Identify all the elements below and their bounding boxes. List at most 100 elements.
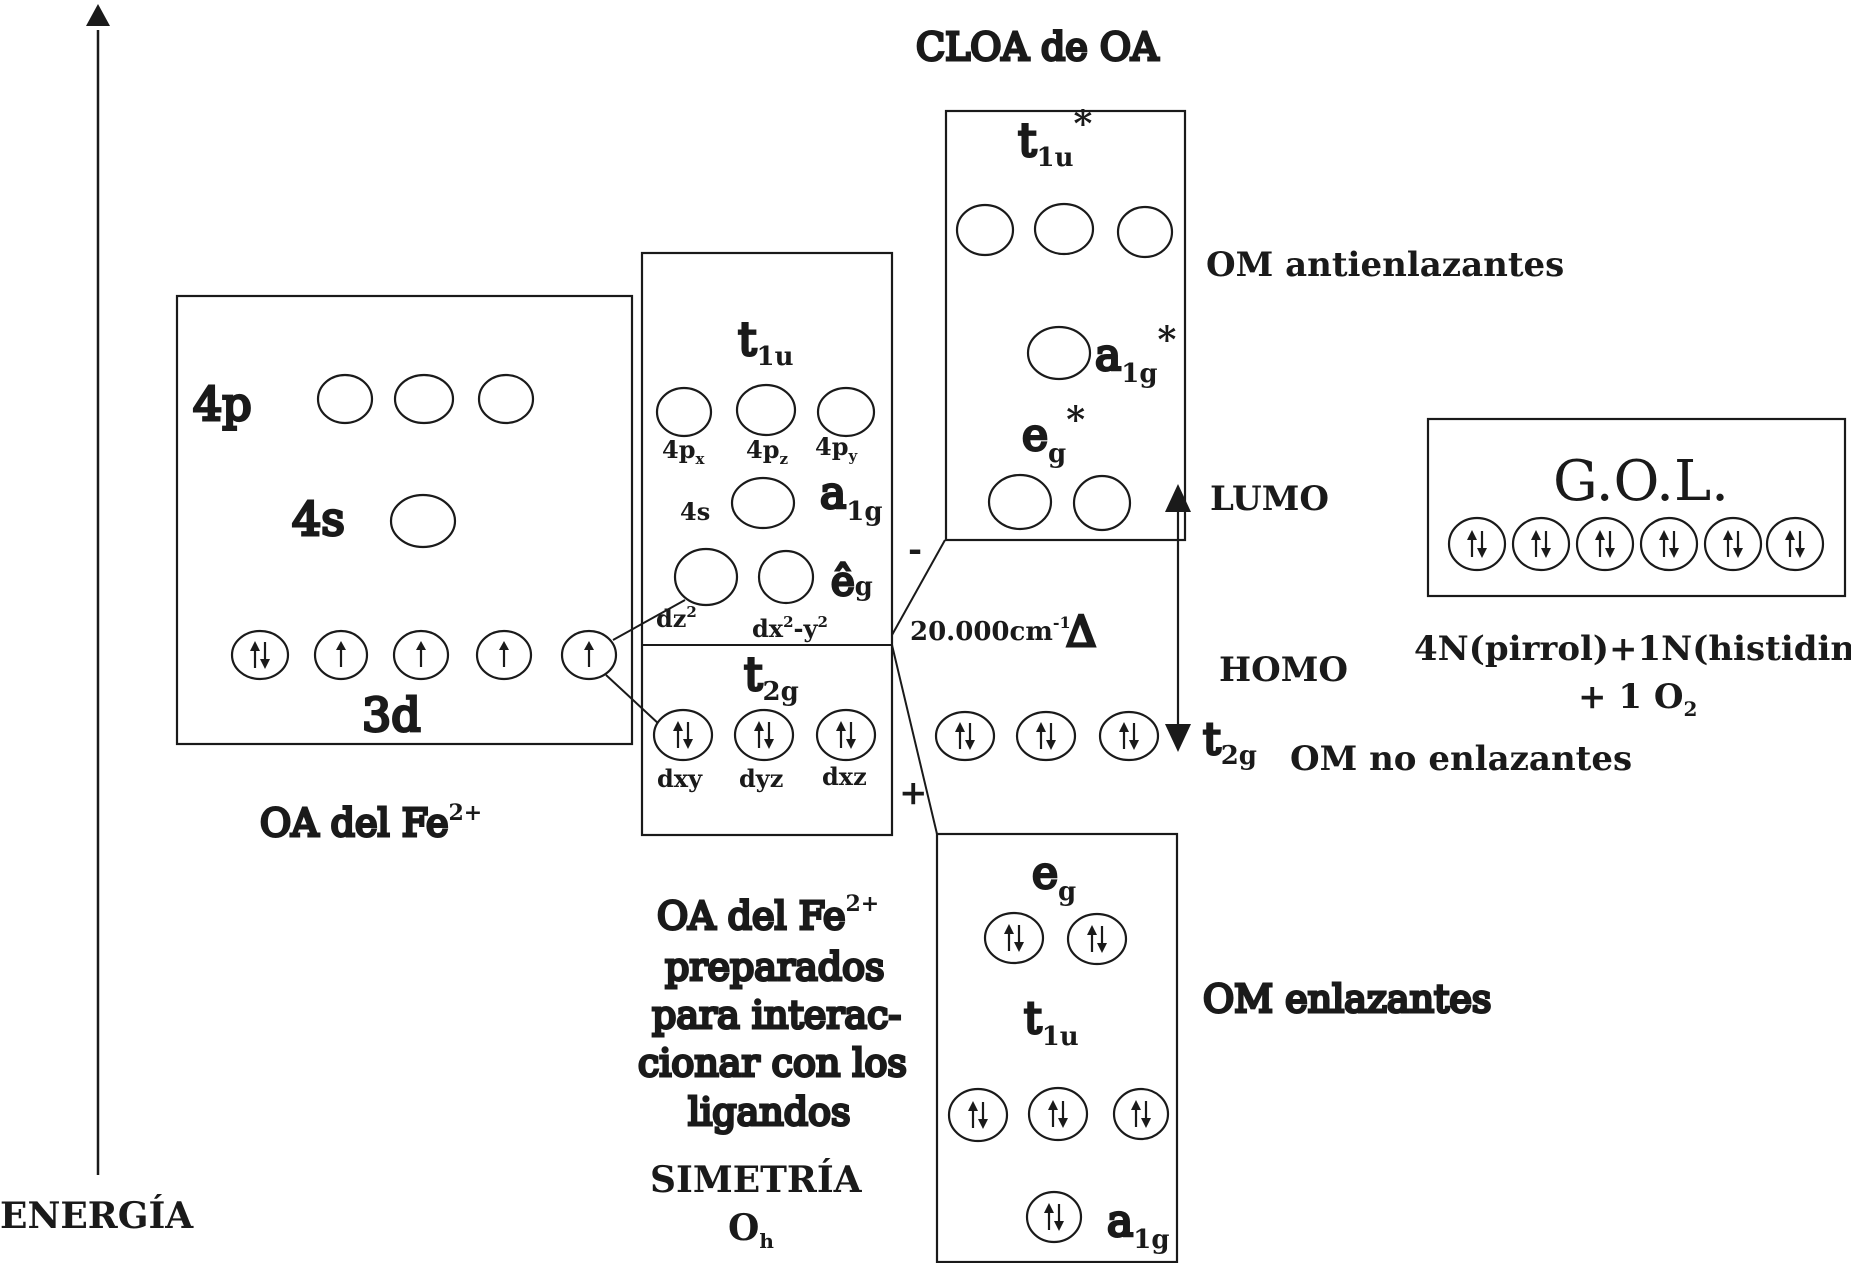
fe-atomic-orbitals: 4p 4s 3d (175, 294, 634, 746)
orbital-t1u-b-1 (947, 1087, 1009, 1143)
label-t1u-prepared: t1u (738, 312, 794, 372)
orbital-3d-4 (475, 629, 533, 681)
orbital-4pz (735, 383, 797, 437)
label-t1u-star: t1u* (1018, 103, 1093, 173)
gol-orbital-2 (1511, 516, 1571, 572)
label-4s-prepared: 4s (680, 497, 710, 526)
label-t2g-nb: t2g (1203, 714, 1257, 771)
nonbonding-label: OM no enlazantes (1290, 739, 1632, 779)
symmetry-label: SIMETRÍA (650, 1159, 863, 1201)
prepared-orbitals: t1u 4px 4pz 4py 4s a1g êg dz2 dx2-y2 t2g… (640, 251, 894, 837)
orbital-dxz (815, 708, 877, 762)
orbital-3d-3 (392, 629, 450, 681)
label-dz2: dz2 (656, 603, 697, 633)
label-4py: 4py (815, 432, 858, 465)
label-dxz: dxz (822, 762, 867, 791)
orbital-eg-b-2 (1066, 912, 1128, 966)
plus-sign: + (899, 773, 928, 813)
axis-arrowhead (86, 4, 110, 26)
label-3d: 3d (362, 688, 421, 742)
gol-orbital-5 (1703, 516, 1763, 572)
prepared-caption-line4: cionar con los (638, 1041, 907, 1085)
orbital-a1g-b (1025, 1190, 1083, 1244)
prepared-caption-line3: para interac- (652, 993, 901, 1037)
orbital-t2g-nb-1 (934, 710, 996, 762)
gol-orbital-3 (1575, 516, 1635, 572)
orbital-eg-star-1 (987, 473, 1053, 531)
orbital-4p-2 (393, 373, 455, 425)
bonding-label: OM enlazantes (1203, 977, 1491, 1021)
orbital-t1u-star-1 (955, 203, 1015, 257)
ligands-line1: 4N(pirrol)+1N(histidina) (1414, 629, 1851, 669)
orbital-t2g-nb-3 (1098, 710, 1160, 762)
gol-title: G.O.L. (1553, 449, 1729, 514)
label-4s: 4s (292, 492, 345, 546)
antibonding-label: OM antienlazantes (1206, 245, 1564, 285)
connector-3d-eg (612, 599, 686, 641)
nonbonding-mo: t2g (934, 710, 1257, 771)
orbital-3d-1 (230, 629, 290, 681)
gol-orbital-1 (1447, 516, 1507, 572)
label-eg-star: eg* (1022, 399, 1085, 469)
orbital-4px (655, 386, 713, 438)
orbital-t1u-b-3 (1112, 1087, 1170, 1141)
diagram-title: CLOA de OA (916, 25, 1159, 69)
oh-label: Oh (728, 1207, 774, 1253)
orbital-dz2 (673, 547, 739, 607)
orbital-t1u-b-2 (1027, 1086, 1089, 1142)
bonding-mo: eg t1u a1g (935, 832, 1179, 1263)
gap-arrowhead-down (1165, 724, 1191, 752)
connector-eg-up (891, 539, 946, 636)
prepared-caption-line1: OA del Fe2+ (657, 891, 879, 938)
prepared-caption-line2: preparados (665, 945, 884, 989)
fe-caption: OA del Fe2+ (260, 800, 482, 845)
orbital-dx2-y2 (757, 549, 815, 605)
label-4pz: 4pz (746, 435, 788, 468)
orbital-eg-star-2 (1072, 474, 1132, 532)
label-dyz: dyz (739, 764, 783, 793)
label-eg-hat: êg (831, 559, 873, 605)
label-dx2-y2: dx2-y2 (752, 613, 828, 643)
orbital-t2g-nb-2 (1015, 710, 1077, 762)
energy-axis (86, 4, 110, 1175)
label-t2g-prepared: t2g (744, 647, 799, 707)
orbital-4py (816, 386, 876, 438)
orbital-dyz (733, 708, 795, 762)
gol-frame (1426, 417, 1847, 598)
lumo-label: LUMO (1210, 479, 1329, 519)
delta-symbol: Δ (1066, 607, 1096, 656)
label-4px: 4px (662, 435, 705, 468)
orbital-eg-b-1 (983, 911, 1045, 965)
orbital-4s (389, 493, 457, 549)
delta-value: 20.000cm-1 (910, 613, 1071, 647)
minus-sign: - (908, 530, 922, 570)
axis-label: ENERGÍA (0, 1195, 194, 1237)
connector-eg-down (891, 644, 938, 835)
gap-arrowhead-up (1165, 484, 1191, 512)
label-a1g-bonding: a1g (1107, 1196, 1170, 1255)
orbital-t1u-star-2 (1033, 202, 1095, 256)
label-a1g-star: a1g* (1095, 319, 1177, 389)
label-t1u-bonding: t1u (1024, 993, 1079, 1052)
label-a1g-prepared: a1g (820, 468, 883, 527)
label-dxy: dxy (657, 764, 703, 793)
gol-box: G.O.L. (1426, 417, 1847, 598)
orbital-a1g-star (1026, 325, 1092, 381)
gol-orbital-4 (1639, 516, 1699, 572)
ligands-line2: + 1 O2 (1578, 677, 1697, 721)
homo-label: HOMO (1219, 650, 1348, 690)
orbital-4s-prepared (730, 476, 796, 530)
prepared-caption: OA del Fe2+ preparados para interac- cio… (637, 891, 909, 1253)
prepared-box (640, 251, 894, 837)
orbital-dxy (652, 708, 714, 762)
orbital-t1u-star-3 (1116, 205, 1174, 259)
label-4p: 4p (193, 377, 252, 431)
bonding-box (935, 832, 1179, 1263)
orbital-4p-3 (477, 373, 535, 425)
antibonding-box (944, 109, 1187, 542)
orbital-4p-1 (316, 373, 374, 425)
orbital-3d-2 (313, 629, 369, 681)
orbital-3d-5 (560, 629, 618, 681)
antibonding-mo: t1u* a1g* eg* (944, 103, 1187, 542)
